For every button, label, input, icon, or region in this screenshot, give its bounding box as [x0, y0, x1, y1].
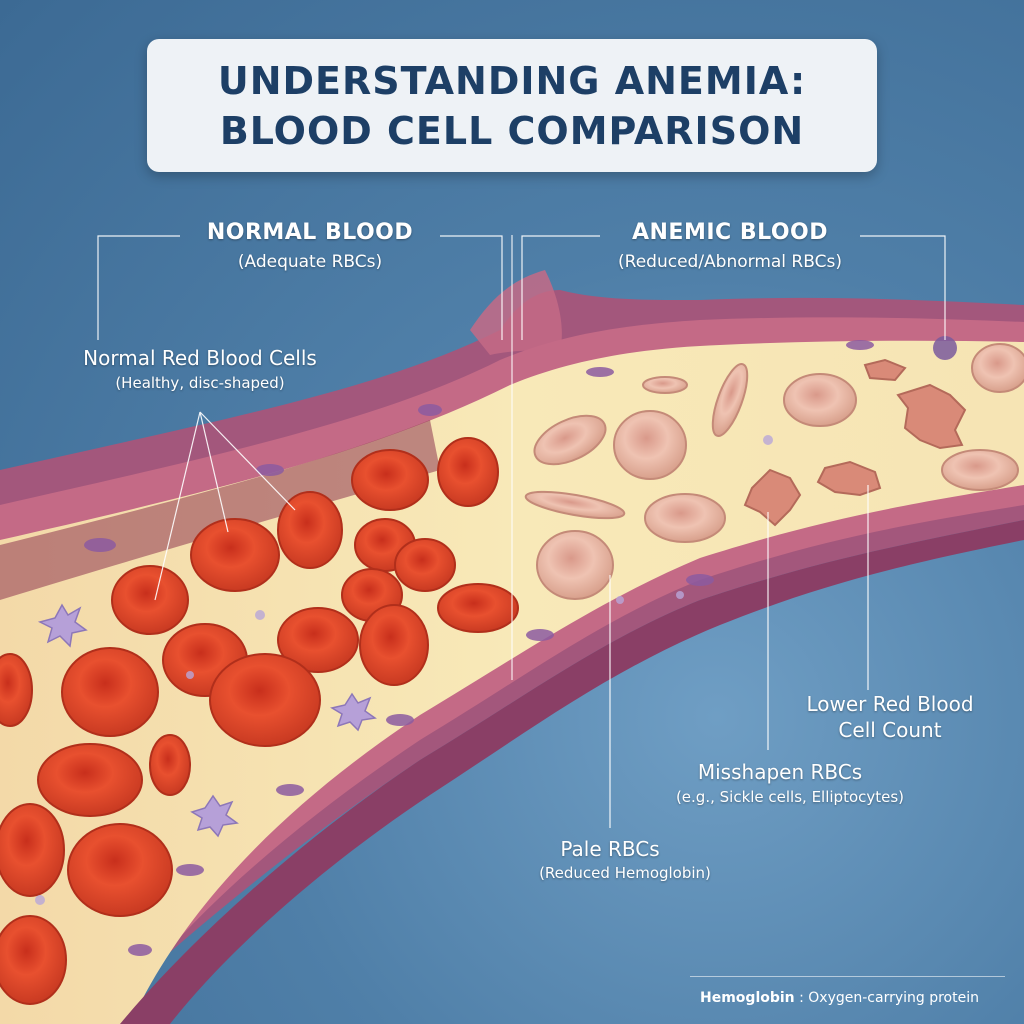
pale-rbc	[941, 449, 1019, 491]
misshapen-label: Misshapen RBCs	[697, 760, 863, 784]
lower-count-label-1: Lower Red Blood	[806, 692, 974, 716]
normal-rbc-sublabel: (Healthy, disc-shaped)	[115, 374, 285, 392]
pale-rbc	[536, 530, 614, 600]
footer-term: Hemoglobin	[700, 990, 795, 1006]
pale-sublabel: (Reduced Hemoglobin)	[539, 864, 711, 882]
anemic-subheading: (Reduced/Abnormal RBCs)	[618, 252, 842, 272]
footer-definition: Oxygen-carrying protein	[808, 990, 979, 1006]
title-line-1: UNDERSTANDING ANEMIA:	[217, 58, 807, 103]
title-box: UNDERSTANDING ANEMIA: BLOOD CELL COMPARI…	[147, 39, 877, 172]
normal-rbc	[190, 518, 280, 592]
pale-rbc-group	[524, 343, 1024, 600]
pale-rbc	[711, 363, 749, 437]
normal-subheading: (Adequate RBCs)	[237, 252, 383, 272]
misshapen-sublabel: (e.g., Sickle cells, Elliptocytes)	[675, 788, 905, 806]
normal-rbc	[209, 653, 321, 747]
pale-rbc	[524, 490, 626, 520]
pale-rbc	[783, 373, 857, 427]
lower-count-label-2: Cell Count	[838, 718, 942, 742]
normal-rbc	[61, 647, 159, 737]
pale-label: Pale RBCs	[560, 837, 660, 861]
misshapen-rbc	[863, 358, 907, 382]
pale-rbc	[642, 376, 688, 394]
footer-separator: :	[794, 990, 809, 1006]
normal-rbc	[37, 743, 143, 817]
normal-rbc	[0, 915, 67, 1005]
pale-rbc	[613, 410, 687, 480]
normal-rbc	[437, 583, 519, 633]
misshapen-rbc	[816, 460, 882, 497]
normal-rbc	[277, 491, 343, 569]
anemic-heading: ANEMIC BLOOD	[631, 220, 829, 245]
normal-rbc	[111, 565, 189, 635]
normal-rbc	[67, 823, 173, 917]
normal-rbc	[437, 437, 499, 507]
misshapen-rbc	[896, 383, 967, 450]
normal-rbc	[0, 803, 65, 897]
normal-rbc	[149, 734, 191, 796]
footer-note: Hemoglobin : Oxygen-carrying protein	[700, 990, 979, 1006]
normal-rbc	[351, 449, 429, 511]
footer-divider	[690, 976, 1005, 977]
misshapen-rbc-group	[743, 358, 967, 527]
pale-rbc	[644, 493, 726, 543]
normal-rbc-label: Normal Red Blood Cells	[83, 346, 317, 370]
title-line-2: BLOOD CELL COMPARISON	[219, 108, 805, 153]
normal-rbc	[277, 607, 359, 673]
normal-rbc-group	[0, 437, 519, 1005]
normal-rbc	[0, 653, 33, 727]
pale-rbc	[971, 343, 1024, 393]
normal-rbc	[394, 538, 456, 592]
pale-rbc	[533, 414, 607, 466]
normal-rbc	[359, 604, 429, 686]
normal-heading: NORMAL BLOOD	[206, 220, 414, 245]
misshapen-rbc	[743, 468, 802, 527]
